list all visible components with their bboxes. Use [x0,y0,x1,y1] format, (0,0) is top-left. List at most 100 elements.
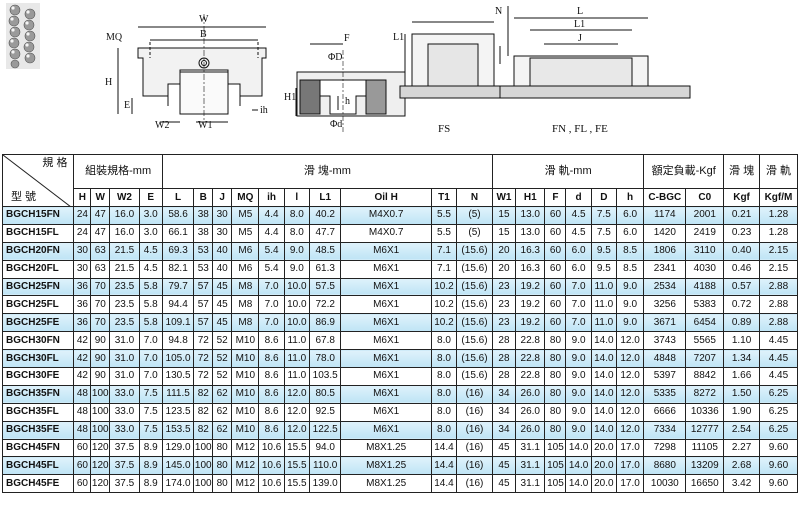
table-cell: 6.0 [615,223,645,243]
table-cell: 7298 [643,438,687,458]
table-cell: 12777 [685,420,725,440]
table-cell: 7.0 [565,277,592,297]
table-cell: M6 [231,259,260,279]
table-cell: 10030 [643,474,687,494]
table-cell: 3110 [685,241,725,261]
table-cell: 120 [90,474,111,494]
table-cell: 7.5 [138,402,163,422]
table-cell: 153.5 [161,420,195,440]
table-cell: 36 [73,277,92,297]
table-cell: 100 [90,384,111,404]
table-cell: 36 [73,295,92,315]
table-cell: 15.5 [283,474,310,494]
table-cell: 70 [90,295,111,315]
table-cell: 1.28 [758,206,799,225]
table-cell: 1420 [643,223,687,243]
table-cell: 8.0 [430,349,458,369]
model-cell: BGCH25FL [1,295,75,315]
table-cell: 28 [491,349,517,369]
table-cell: 80 [212,438,233,458]
table-cell: 20.0 [590,456,617,476]
table-cell: 82 [193,420,214,440]
table-cell: 5397 [643,367,687,386]
table-cell: 36 [73,313,92,333]
table-cell: 139.0 [308,474,342,494]
table-cell: 9.0 [615,277,645,297]
table-cell: 0.89 [723,313,760,333]
table-cell: 31.1 [515,456,546,476]
table-cell: 2341 [643,259,687,279]
table-cell: 23 [491,313,517,333]
table-cell: 120 [90,456,111,476]
table-cell: 15.5 [283,438,310,458]
table-cell: 80 [544,384,567,404]
table-cell: 9.0 [565,367,592,386]
table-cell: 12.0 [283,420,310,440]
group-assembly: 組裝規格-mm [73,154,163,189]
table-cell: 58.6 [161,206,195,225]
table-cell: (15.6) [456,349,493,369]
table-cell: M6X1 [340,349,432,369]
table-cell: 2.88 [758,313,799,333]
table-cell: 1.66 [723,367,760,386]
table-cell: 5.4 [258,259,285,279]
table-cell: 8.9 [138,456,163,476]
table-cell: 72 [193,331,214,351]
column-header: L [161,188,195,207]
table-cell: 10.2 [430,313,458,333]
table-cell: M8 [231,313,260,333]
column-header: B [193,188,214,207]
table-cell: 61.3 [308,259,342,279]
table-cell: 0.40 [723,241,760,261]
model-cell: BGCH35FE [1,420,75,440]
table-cell: M6X1 [340,277,432,297]
table-cell: 57 [193,313,214,333]
ball-chain-image [6,3,40,69]
table-cell: 92.5 [308,402,342,422]
table-cell: 11.0 [590,313,617,333]
model-cell: BGCH45FL [1,456,75,476]
table-cell: M6X1 [340,241,432,261]
table-cell: 30 [73,241,92,261]
drawing-canvas: W B MQ H E W2 W1 ih F ΦD Φd H1 h FS [6,3,691,135]
table-cell: 62 [212,402,233,422]
table-cell: 14.0 [590,420,617,440]
table-cell: 0.72 [723,295,760,315]
table-cell: 7.0 [565,295,592,315]
table-cell: 8.0 [430,420,458,440]
table-cell: 9.0 [565,420,592,440]
table-cell: M12 [231,438,260,458]
table-cell: 5.8 [138,295,163,315]
dim-D: ΦD [328,52,343,63]
model-cell: BGCH30FN [1,331,75,351]
dim-L1-right: L1 [574,19,585,30]
table-cell: 57 [193,295,214,315]
table-cell: (16) [456,438,493,458]
table-cell: 15.5 [283,456,310,476]
table-cell: 6.25 [758,384,799,404]
table-cell: 0.57 [723,277,760,297]
model-cell: BGCH30FE [1,367,75,386]
column-header: Kgf/M [758,188,799,207]
table-cell: 7.0 [138,349,163,369]
table-cell: 8.0 [430,331,458,351]
table-cell: 0.46 [723,259,760,279]
table-cell: 100 [90,420,111,440]
table-cell: 80 [544,420,567,440]
table-cell: 1.28 [758,223,799,243]
table-cell: M5 [231,206,260,225]
table-cell: 129.0 [161,438,195,458]
table-cell: 42 [73,349,92,369]
table-cell: 10.0 [283,295,310,315]
table-cell: 14.0 [590,367,617,386]
column-header: d [565,188,592,207]
table-cell: 42 [73,367,92,386]
table-cell: 9.0 [565,384,592,404]
table-cell: 1.90 [723,402,760,422]
table-cell: 23 [491,277,517,297]
table-cell: (16) [456,420,493,440]
table-cell: 21.5 [109,241,140,261]
table-cell: 80 [544,367,567,386]
